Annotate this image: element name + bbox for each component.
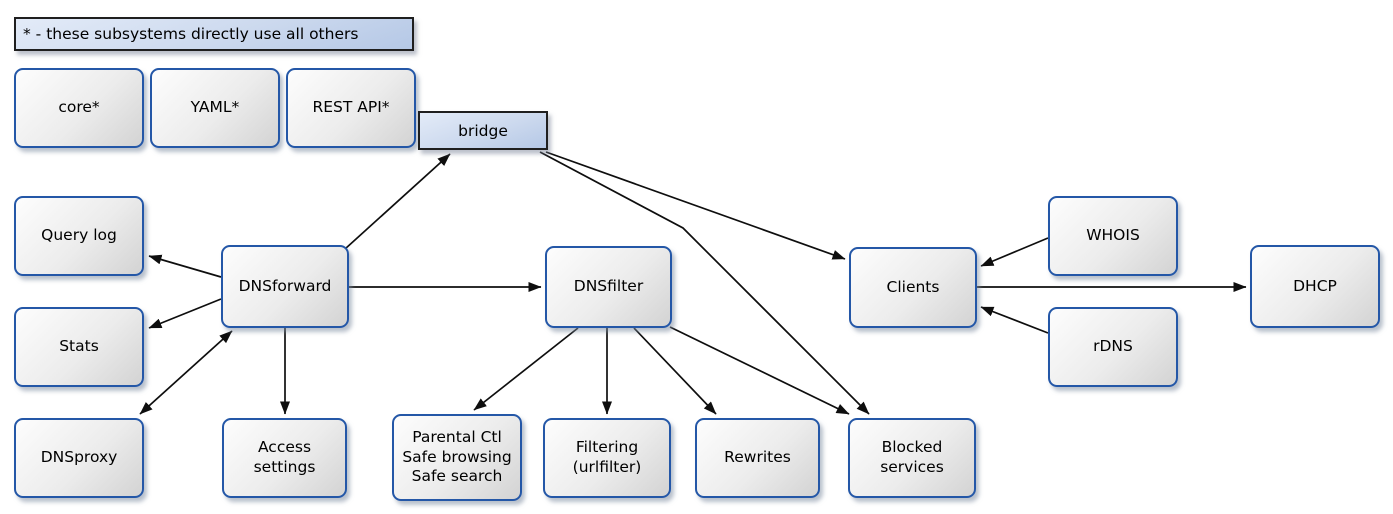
node-bridge: bridge	[418, 111, 548, 150]
node-parental: Parental Ctl Safe browsing Safe search	[392, 414, 522, 501]
edge-dnsforward-bridge	[344, 153, 451, 250]
edge-dnsfilter-blocked-services	[669, 326, 850, 415]
edge-dnsforward-stats	[148, 298, 222, 329]
node-dhcp: DHCP	[1250, 245, 1380, 328]
edge-bridge-clients	[545, 151, 846, 260]
node-rdns-label: rDNS	[1093, 337, 1133, 356]
node-access-settings-label: Access settings	[253, 438, 316, 476]
node-blocked-services: Blocked services	[848, 418, 976, 498]
node-whois: WHOIS	[1048, 196, 1178, 276]
legend-label: * - these subsystems directly use all ot…	[23, 25, 359, 43]
node-core-label: core*	[58, 98, 100, 117]
edge-dnsfilter-parental	[473, 327, 579, 411]
node-filtering-label: Filtering (urlfilter)	[572, 438, 642, 476]
node-dnsproxy: DNSproxy	[14, 418, 144, 498]
edge-dnsforward-query-log	[148, 254, 222, 278]
node-core: core*	[14, 68, 144, 148]
node-stats: Stats	[14, 307, 144, 387]
node-bridge-label: bridge	[458, 121, 508, 140]
edge-whois-clients	[980, 237, 1049, 267]
node-dnsfilter: DNSfilter	[545, 246, 672, 328]
edge-bridge-blocked-services	[539, 151, 870, 415]
node-yaml-label: YAML*	[190, 98, 240, 117]
node-blocked-services-label: Blocked services	[880, 438, 944, 476]
edge-rdns-clients	[980, 306, 1049, 334]
node-rewrites-label: Rewrites	[724, 448, 791, 467]
node-rest-api-label: REST API*	[312, 98, 390, 117]
node-yaml: YAML*	[150, 68, 280, 148]
node-rest-api: REST API*	[286, 68, 416, 148]
node-clients: Clients	[849, 247, 977, 328]
node-access-settings: Access settings	[222, 418, 347, 498]
node-whois-label: WHOIS	[1086, 226, 1140, 245]
edge-dnsfilter-rewrites	[633, 327, 717, 415]
node-filtering: Filtering (urlfilter)	[543, 418, 671, 498]
node-dnsfilter-label: DNSfilter	[573, 277, 644, 296]
edge-dnsforward-dnsproxy-bidirectional	[139, 330, 233, 415]
node-dnsforward: DNSforward	[221, 245, 349, 328]
node-dnsproxy-label: DNSproxy	[40, 448, 118, 467]
node-rewrites: Rewrites	[695, 418, 820, 498]
legend-box: * - these subsystems directly use all ot…	[14, 17, 414, 51]
node-query-log: Query log	[14, 196, 144, 276]
node-clients-label: Clients	[886, 277, 940, 296]
node-dnsforward-label: DNSforward	[238, 276, 332, 295]
node-dhcp-label: DHCP	[1293, 276, 1337, 295]
node-query-log-label: Query log	[41, 226, 117, 245]
node-stats-label: Stats	[59, 337, 99, 356]
node-rdns: rDNS	[1048, 307, 1178, 387]
node-parental-label: Parental Ctl Safe browsing Safe search	[402, 427, 512, 486]
